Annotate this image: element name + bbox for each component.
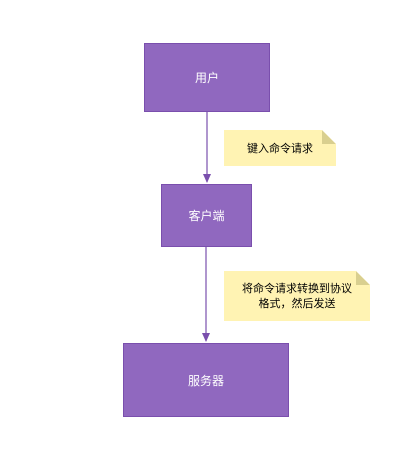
node-server-label: 服务器 bbox=[187, 373, 224, 388]
node-client-label: 客户端 bbox=[188, 209, 225, 223]
node-client[interactable]: 客户端 bbox=[161, 184, 252, 247]
note-type-command: 键入命令请求 bbox=[224, 130, 336, 166]
note-type-command-text: 键入命令请求 bbox=[247, 141, 313, 155]
node-server[interactable]: 服务器 bbox=[123, 343, 289, 417]
node-user[interactable]: 用户 bbox=[144, 43, 270, 112]
node-user-label: 用户 bbox=[194, 71, 219, 85]
note-convert-and-send: 将命令请求转换到协议 格式，然后发送 bbox=[224, 271, 370, 321]
note-convert-and-send-text: 将命令请求转换到协议 格式，然后发送 bbox=[242, 282, 352, 310]
